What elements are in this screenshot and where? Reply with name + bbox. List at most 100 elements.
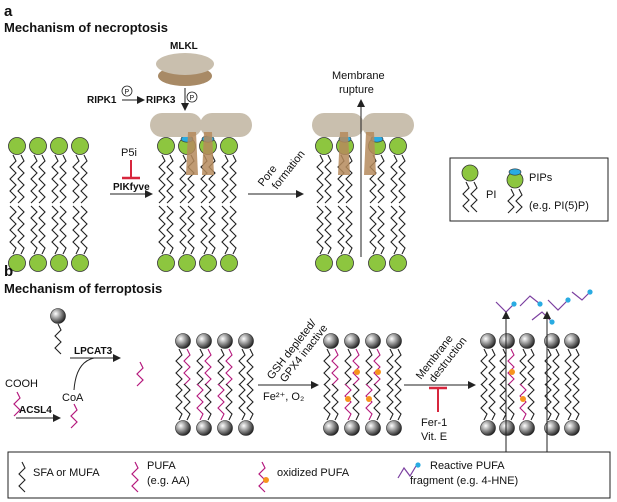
lipid-tail [316,154,324,204]
mlkl-protein [156,53,214,86]
cooh-label: COOH [5,378,38,390]
lipid-tail [488,383,496,421]
lipid-tail [386,383,394,421]
pi-head [220,137,238,155]
lipid-tail [323,383,331,421]
lipid-tail [480,348,488,386]
fragment-chain [531,311,553,323]
oxidized-pufa-dot [520,396,526,402]
lipid-tail [246,348,254,386]
phospho-icon: P [186,91,198,103]
pi-head [315,254,333,272]
bilayer-ferro-3 [480,333,580,436]
legend-pips-label: PIPs [529,172,553,184]
phospholipid-head [175,333,191,349]
lipid-tail [352,383,360,421]
fragment-chain [547,299,569,311]
free-lipid [50,308,144,387]
lipid-tail [72,205,80,255]
legend-sfa-icon [18,461,26,493]
lipid-tail [394,383,402,421]
phospholipid-head [386,333,402,349]
lipid-tail [38,205,46,255]
legend-pips-example: (e.g. PI(5)P) [529,200,589,212]
pi-head [389,137,407,155]
lipid-tail [390,154,398,204]
pufa-coa [70,403,78,429]
acsl4-label: ACSL4 [19,405,52,416]
phospholipid-head [519,333,535,349]
lipid-tail [386,348,394,386]
lipid-tail [564,383,572,421]
phospholipid-head [196,333,212,349]
legend-oxpufa-label: oxidized PUFA [277,467,350,479]
oxidized-pufa-dot [509,369,515,375]
pi-head [389,254,407,272]
lipid-tail [499,383,507,421]
lipid-tail [365,383,373,421]
pi-head [336,254,354,272]
pufa-chain [70,403,78,429]
lipid-tail [59,205,67,255]
bilayer-intact [8,137,89,272]
phospholipid-head [365,333,381,349]
lipid-tail [488,348,496,386]
bilayer-pip [157,135,238,272]
coa-curve [73,357,95,391]
fragment-chain [519,295,541,307]
phospholipid-head [544,333,560,349]
phospholipid-head [519,420,535,436]
rupture-label-1: Membrane [332,70,385,82]
bilayer-rupture [315,135,407,272]
pufa-chain [136,361,144,387]
oxidized-pufa-dot [375,369,381,375]
fragment-tip [549,319,555,325]
panel-a-letter: a [4,3,13,20]
lipid-tail [166,205,174,255]
lipid-tail [344,348,352,386]
lipid-tail [196,348,204,386]
lipid-tail [200,205,208,255]
lipid-tail [229,205,237,255]
lipid-tail [390,205,398,255]
pi-head [71,137,89,155]
legend-sfa-label: SFA or MUFA [33,467,100,479]
lipid-tail [345,154,353,204]
lipid-tail [80,205,88,255]
lipid-tail [166,154,174,204]
lipid-tail [324,154,332,204]
legend-pufa-label: PUFA [147,460,176,472]
lipid-tail [30,154,38,204]
pi-head [199,254,217,272]
lipid-tail [9,205,17,255]
lipid-tail [373,383,381,421]
phospholipid-head [544,420,560,436]
legend-fragment-label: Reactive PUFA [430,460,505,472]
lipid-tail [470,181,478,213]
lipid-tail [331,383,339,421]
lipid-tail [238,348,246,386]
legend-b: SFA or MUFA PUFA (e.g. AA) oxidized PUFA… [7,451,611,499]
oxidized-pufa-dot [366,396,372,402]
pikfyve-label: PIKfyve [113,182,150,193]
lipid-tail [519,348,527,386]
oxidized-pufa-dot [345,396,351,402]
phospholipid-head [480,420,496,436]
phospho-icon: P [121,85,133,97]
lipid-tail [323,348,331,386]
lipid-tail [54,323,62,355]
legend-pi-icon [461,164,479,182]
lipid-tail [544,348,552,386]
legend-a: PI PIPs (e.g. PI(5)P) [449,157,609,222]
phospholipid-head [344,420,360,436]
fragment-chain [495,301,515,313]
panel-a-title: Mechanism of necroptosis [4,20,168,35]
ripk3-label: RIPK3 [146,95,176,106]
legend-oxpufa-icon [258,461,266,493]
lipid-tail [394,348,402,386]
legend-pip-cap [508,168,522,176]
lipid-tail [564,348,572,386]
lpcat3-label: LPCAT3 [74,346,113,357]
pi-head [368,254,386,272]
